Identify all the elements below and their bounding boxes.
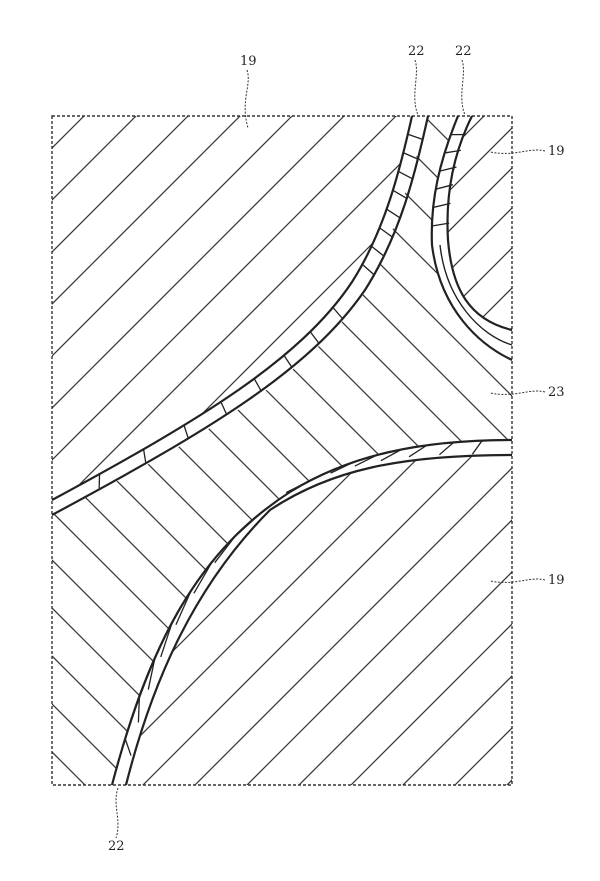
svg-text:23: 23 — [548, 385, 565, 400]
label-19-right-lower: 19 — [490, 573, 565, 588]
boundary-layer-22-right-arc — [432, 116, 512, 360]
label-19-right-top: 19 — [490, 144, 565, 159]
label-19-top: 19 — [240, 54, 257, 128]
svg-text:22: 22 — [108, 839, 125, 854]
svg-text:19: 19 — [548, 573, 565, 588]
svg-text:22: 22 — [408, 44, 425, 59]
figure-frame — [52, 116, 512, 785]
svg-text:22: 22 — [455, 44, 472, 59]
svg-text:19: 19 — [548, 144, 565, 159]
boundary-layer-22-lower — [112, 440, 512, 785]
svg-text:19: 19 — [240, 54, 257, 69]
label-23-right: 23 — [490, 385, 565, 400]
label-22-top-b: 22 — [455, 44, 472, 115]
label-22-top-a: 22 — [408, 44, 425, 115]
label-22-bottom: 22 — [108, 788, 125, 854]
